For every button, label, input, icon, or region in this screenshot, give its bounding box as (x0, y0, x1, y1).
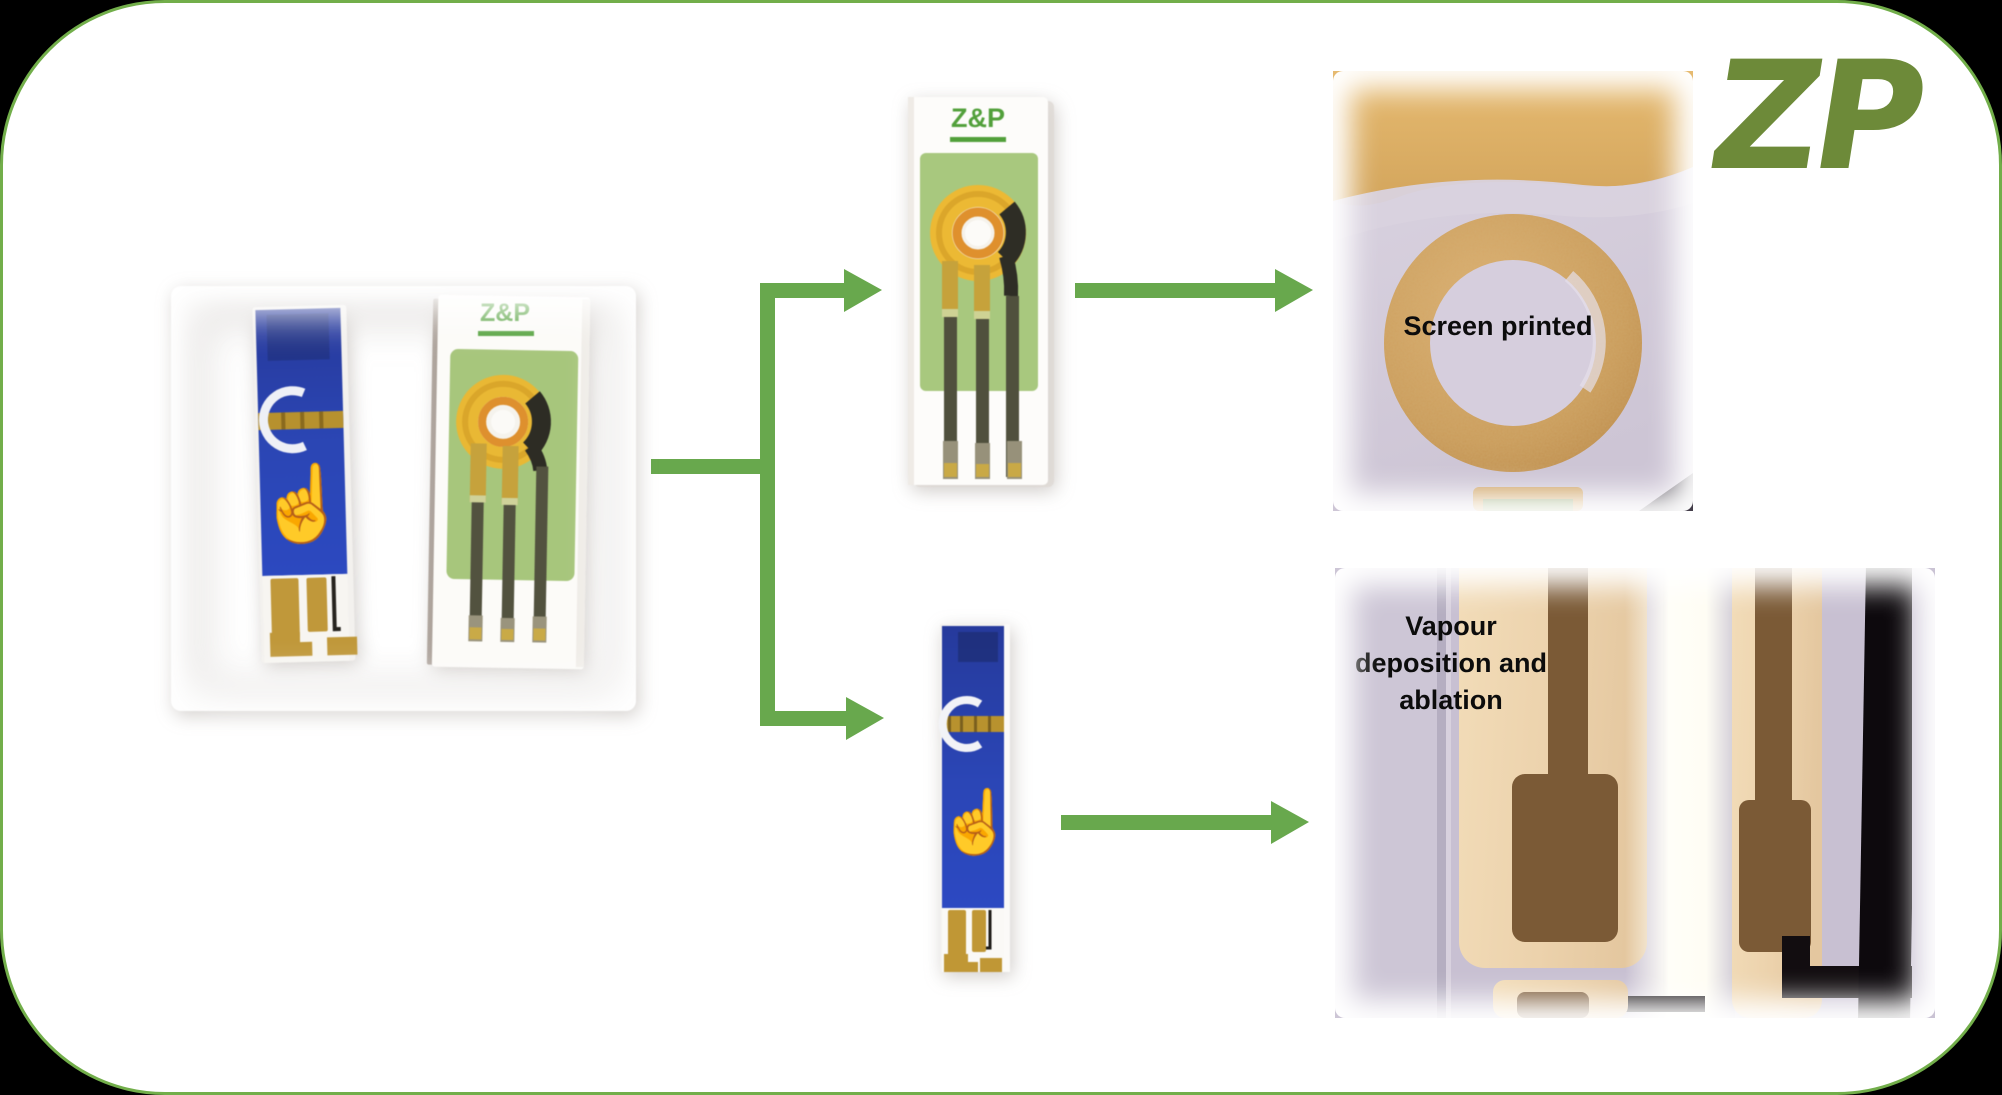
bottom-branch-line (760, 711, 846, 726)
source-stub-line (651, 459, 773, 474)
screen-printed-closeup-photo: Screen printed (1333, 71, 1693, 511)
vapour-arrowhead (1271, 801, 1309, 844)
ablated-electrodes (1512, 568, 1811, 952)
pointing-hand-icon: ☝ (255, 458, 349, 549)
screen-printed-arrowhead (1275, 269, 1313, 312)
black-trace (986, 910, 992, 950)
zp-strip-brand-label: Z&P (951, 103, 1005, 133)
zp-logo: ZP (1699, 30, 1932, 204)
black-trace (331, 576, 341, 632)
orange-ring-electrode (478, 396, 529, 447)
black-counter-electrode (997, 201, 1026, 266)
gold-band (942, 716, 1004, 732)
brand-underline (950, 137, 1006, 142)
top-branch-arrowhead (844, 269, 882, 312)
vapour-caption-line3: ablation (1399, 685, 1503, 715)
blue-strip-in-photo: ☝ (252, 304, 358, 664)
contact-tips (943, 441, 1022, 479)
electrode-tracks (944, 281, 1019, 477)
branch-vertical-line (760, 283, 775, 726)
gold-electrode-pads (944, 910, 1002, 972)
vapour-closeup-photo: Vapour deposition and ablation (1335, 568, 1935, 1018)
gold-electrode-pads (269, 577, 358, 657)
zp-strip-in-photo (426, 294, 591, 670)
screen-printed-caption: Screen printed (1403, 311, 1593, 341)
screen-printed-strip-photo: Z&P (898, 91, 1058, 491)
brand-underline (478, 331, 534, 336)
pointing-hand-icon: ☝ (937, 784, 1014, 859)
orange-ring-electrode (952, 207, 1004, 259)
crescent-icon (258, 386, 307, 454)
top-branch-line (760, 283, 844, 298)
vapour-arrow-line (1061, 815, 1271, 830)
bottom-branch-arrowhead (846, 697, 884, 740)
zp-strip-brand-label: Z&P (480, 299, 530, 327)
gold-top-band (1333, 71, 1693, 206)
vapour-strip-photo: ☝ (928, 618, 1023, 978)
black-band (1857, 568, 1919, 1018)
electrode-tracks (469, 465, 549, 641)
source-strips-photo: ☝ (171, 286, 636, 711)
vapour-caption: Vapour deposition and ablation (1341, 608, 1561, 719)
vapour-caption-line1: Vapour (1405, 611, 1497, 641)
crescent-icon (938, 696, 983, 752)
contact-tips (468, 615, 547, 643)
screen-printed-arrow-line (1075, 283, 1275, 298)
vapour-caption-line2: deposition and (1355, 648, 1547, 678)
